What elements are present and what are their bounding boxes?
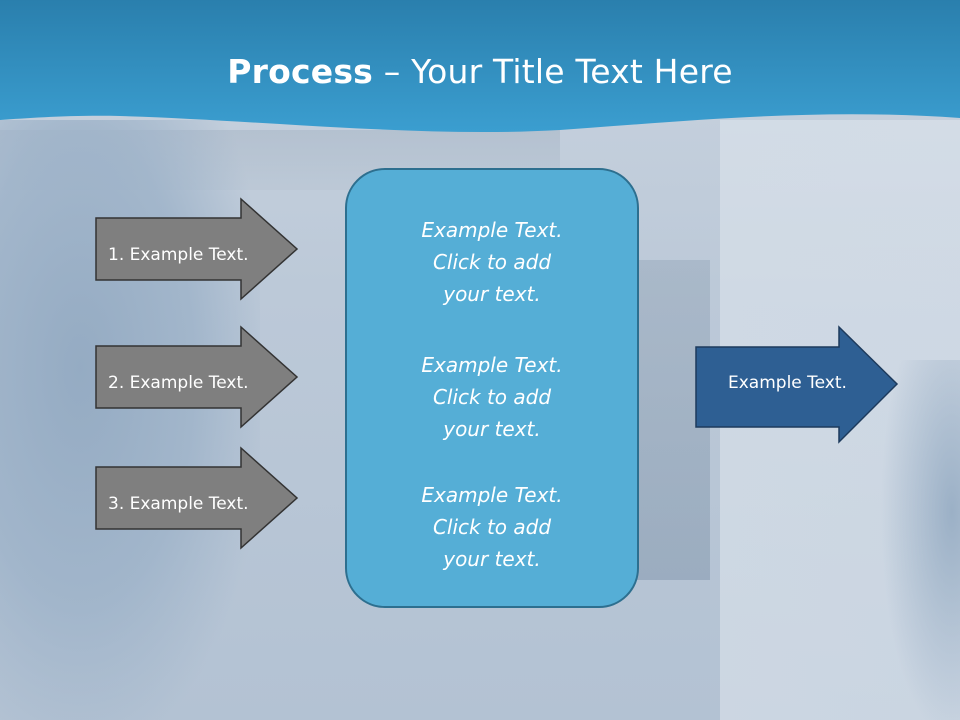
process-text-line: Example Text. xyxy=(421,353,563,377)
process-text-line: Example Text. xyxy=(421,218,563,242)
process-text-line: your text. xyxy=(443,417,541,441)
title-bold: Process xyxy=(227,52,374,91)
process-text-line: your text. xyxy=(443,282,541,306)
background-photo-person-right xyxy=(880,360,960,720)
input-arrow-2-label: 2. Example Text. xyxy=(108,373,249,393)
process-text-line: Click to add xyxy=(432,385,552,409)
process-text-line: Click to add xyxy=(432,250,552,274)
input-arrow-1-label: 1. Example Text. xyxy=(108,245,249,265)
slide-title: Process – Your Title Text Here xyxy=(0,52,960,91)
process-box[interactable]: Example Text. Click to add your text. Ex… xyxy=(345,168,639,608)
title-rest: – Your Title Text Here xyxy=(373,52,733,91)
process-text-block-3: Example Text. Click to add your text. xyxy=(347,479,637,575)
input-arrow-1[interactable] xyxy=(94,197,300,301)
header-band xyxy=(0,0,960,133)
process-text-line: your text. xyxy=(443,547,541,571)
process-text-block-1: Example Text. Click to add your text. xyxy=(347,214,637,310)
output-arrow-label: Example Text. xyxy=(728,373,847,393)
process-text-block-2: Example Text. Click to add your text. xyxy=(347,349,637,445)
process-text-line: Click to add xyxy=(432,515,552,539)
input-arrow-3[interactable] xyxy=(94,446,300,550)
input-arrow-2[interactable] xyxy=(94,325,300,429)
output-arrow[interactable] xyxy=(694,325,900,445)
process-text-line: Example Text. xyxy=(421,483,563,507)
input-arrow-3-label: 3. Example Text. xyxy=(108,494,249,514)
